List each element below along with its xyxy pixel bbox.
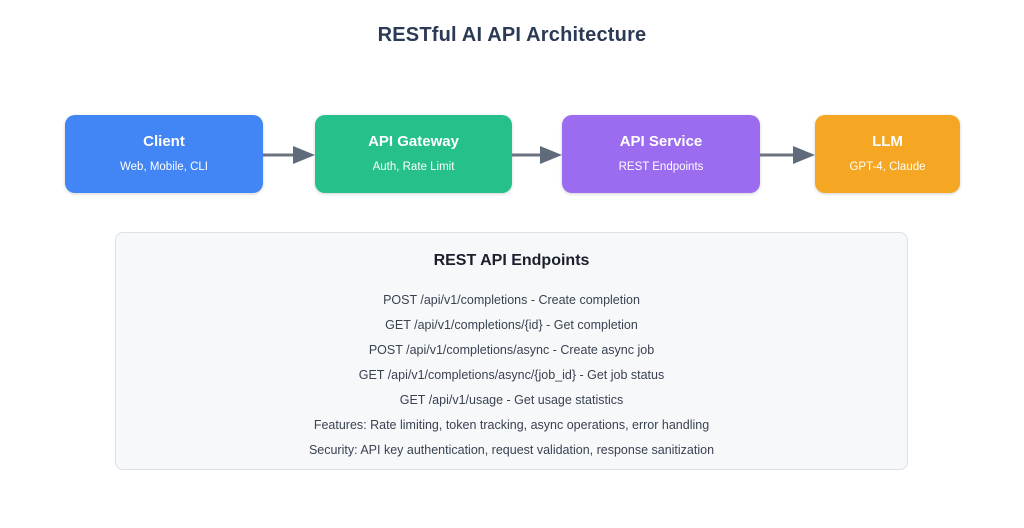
flow-node-llm[interactable]: LLM GPT-4, Claude (815, 115, 960, 193)
list-item: GET /api/v1/completions/async/{job_id} -… (358, 368, 665, 382)
flow-node-client-subtitle: Web, Mobile, CLI (120, 161, 208, 174)
list-item: GET /api/v1/completions/{id} - Get compl… (385, 318, 638, 332)
list-item: GET /api/v1/usage - Get usage statistics (399, 393, 624, 407)
flow-node-api-gateway-title: API Gateway (368, 132, 459, 150)
flow-node-llm-subtitle: GPT-4, Claude (849, 161, 926, 174)
flow-node-llm-title: LLM (872, 132, 903, 150)
list-item: POST /api/v1/completions - Create comple… (383, 293, 640, 307)
list-item: POST /api/v1/completions/async - Create … (368, 343, 655, 357)
flow-node-api-gateway[interactable]: API Gateway Auth, Rate Limit (315, 115, 512, 193)
rest-api-endpoints-panel: REST API Endpoints POST /api/v1/completi… (115, 232, 908, 470)
flow-node-api-service-subtitle: REST Endpoints (618, 161, 704, 174)
list-item: Features: Rate limiting, token tracking,… (313, 418, 710, 432)
endpoints-list: POST /api/v1/completions - Create comple… (116, 288, 907, 463)
flow-node-api-gateway-subtitle: Auth, Rate Limit (372, 161, 455, 174)
flow-node-client[interactable]: Client Web, Mobile, CLI (65, 115, 263, 193)
endpoints-panel-heading: REST API Endpoints (433, 252, 590, 269)
arrow-right-icon-service-to-llm (760, 141, 815, 169)
arrow-right-icon-gateway-to-service (512, 141, 562, 169)
list-item: Security: API key authentication, reques… (308, 443, 715, 457)
flow-node-api-service[interactable]: API Service REST Endpoints (562, 115, 760, 193)
page-title: RESTful AI API Architecture (377, 24, 647, 46)
flow-node-api-service-title: API Service (619, 132, 703, 150)
flow-node-client-title: Client (143, 132, 185, 150)
arrow-right-icon-client-to-gateway (263, 141, 315, 169)
